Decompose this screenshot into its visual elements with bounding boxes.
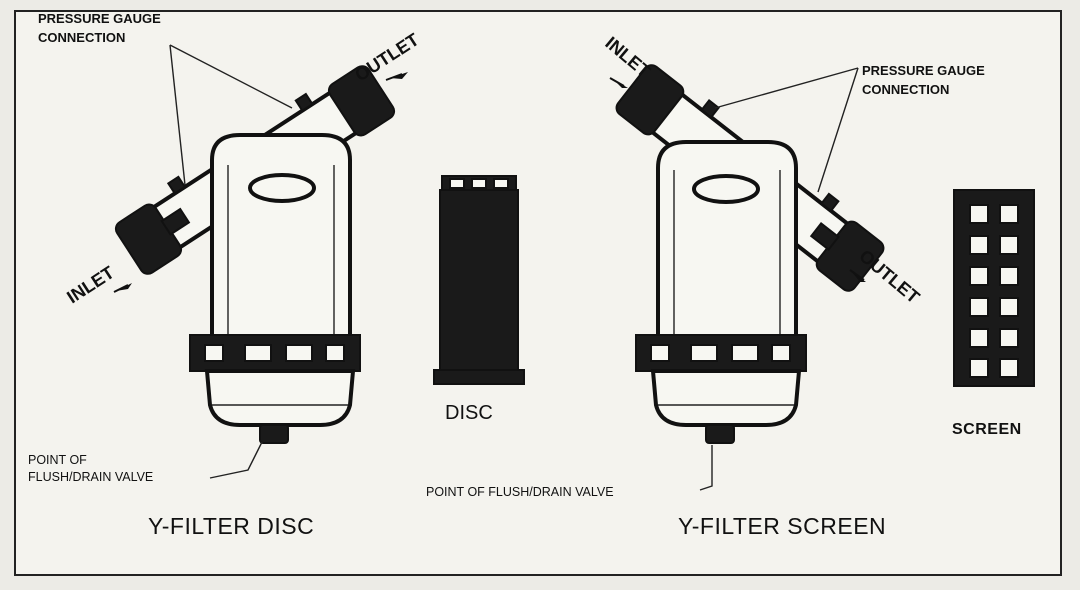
left-outlet-label: OUTLET [351,29,422,85]
drain-valve [259,424,289,444]
left-drain-label: POINT OF [28,453,87,467]
screen-filter-bowl [650,369,802,427]
disc-element [433,175,525,385]
right-diagram-title: Y-FILTER SCREEN [678,513,886,539]
disc-label: DISC [445,402,493,424]
right-pressure-gauge-label-line2: CONNECTION [862,82,949,97]
diagram-frame [14,10,1062,576]
right-drain-label: POINT OF FLUSH/DRAIN VALVE [426,485,614,499]
left-pressure-gauge-label-line2: CONNECTION [38,30,125,45]
housing-oval-window [248,173,316,203]
outlet-cap [327,65,396,137]
left-inlet-label: INLET [63,262,118,307]
screen-label: SCREEN [952,421,1022,438]
right-pressure-gauge-label: PRESSURE GAUGE [862,63,985,78]
right-outlet-label: OUTLET [855,246,923,308]
screen-filter-housing [656,140,798,347]
screen-inlet-cap [615,64,685,136]
left-diagram-title: Y-FILTER DISC [148,513,314,539]
screen-drain-valve [705,424,735,444]
right-inlet-label: INLET [601,33,654,82]
y-filter-disc-illustration [113,44,408,479]
y-filter-screen-illustration [609,64,885,491]
gauge-port-upper [294,92,314,113]
left-pressure-gauge-label: PRESSURE GAUGE [38,11,161,26]
disc-filter-housing [210,133,352,347]
screen-element [953,189,1035,387]
left-drain-label-line2: FLUSH/DRAIN VALVE [28,470,153,484]
filter-bowl [204,369,356,427]
gauge-port-lower [166,175,187,195]
